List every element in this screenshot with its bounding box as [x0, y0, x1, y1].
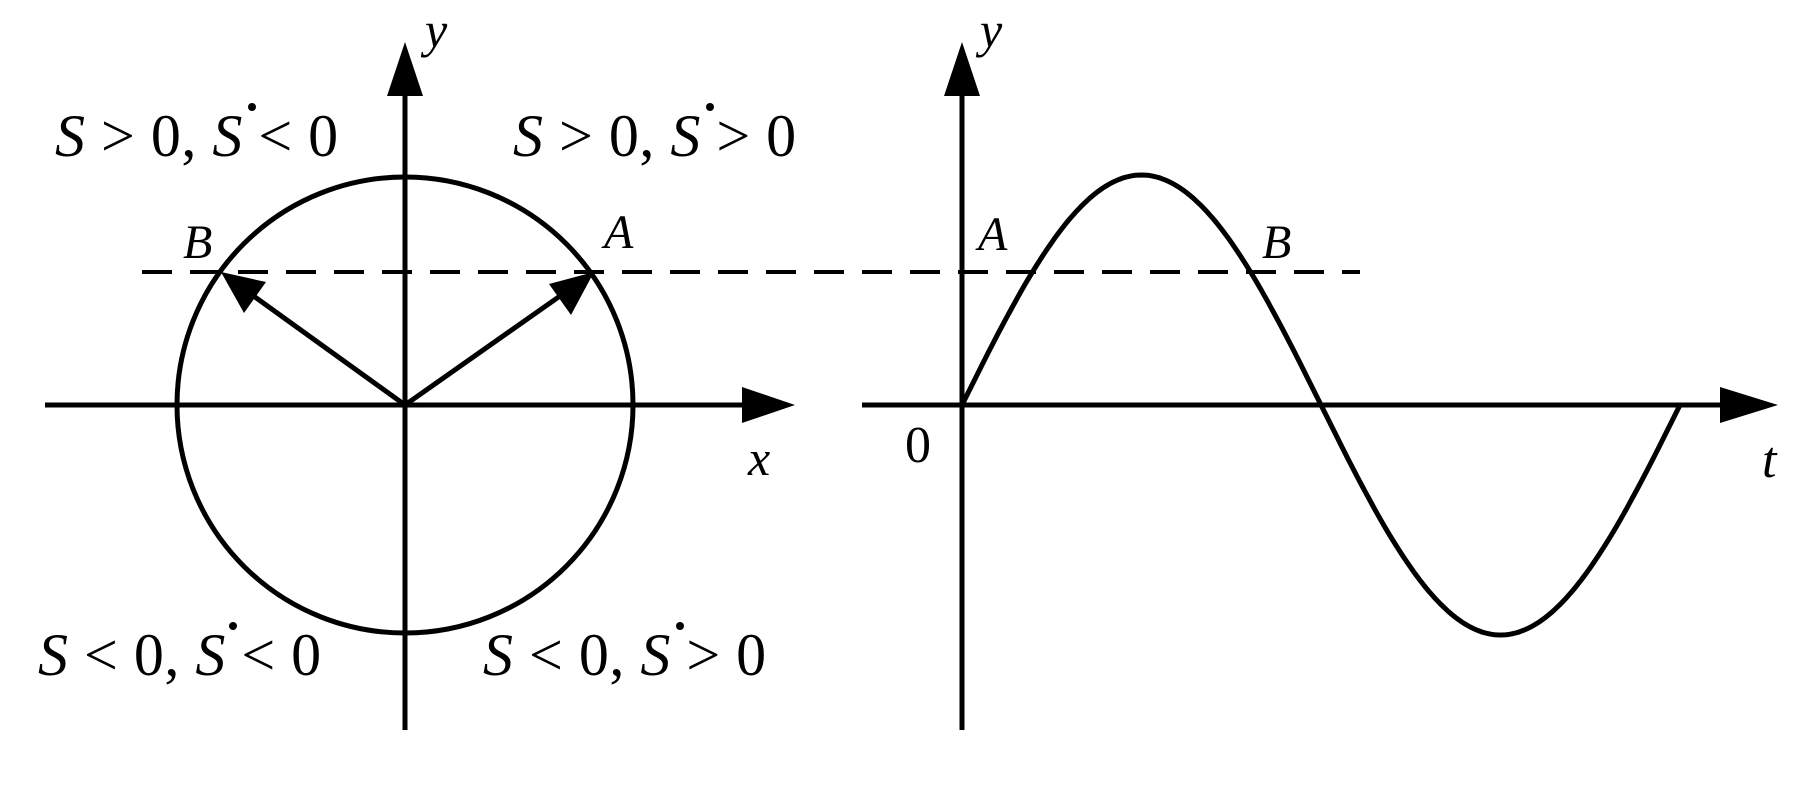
waveform-t-label: t	[1762, 432, 1778, 489]
s-dot-symbol: S	[670, 103, 701, 169]
quadrant-bottom-right-label: S < 0, S > 0	[483, 622, 767, 688]
phasor-diagram	[45, 42, 795, 730]
phasor-vector-a	[403, 293, 562, 408]
derivative-dot	[248, 103, 256, 111]
phasor-y-arrowhead	[387, 42, 423, 96]
waveform-t-arrowhead	[1720, 387, 1778, 423]
quadrant-top-right-label: S > 0, S > 0	[513, 103, 797, 169]
waveform-origin-label: 0	[905, 417, 931, 474]
waveform-plot	[862, 42, 1778, 730]
s-dot-symbol: S	[640, 622, 671, 688]
derivative-dot	[706, 103, 714, 111]
quadrant-top-left-label: S > 0, S < 0	[55, 103, 339, 169]
s-dot-symbol: S	[212, 103, 243, 169]
waveform-point-b-label: B	[1262, 216, 1291, 269]
derivative-dot	[229, 622, 237, 630]
sine-wave-curve	[959, 172, 1683, 638]
quadrant-bottom-left-label: S < 0, S < 0	[38, 622, 322, 688]
waveform-y-arrowhead	[944, 42, 980, 96]
phasor-vector-a-arrowhead	[549, 272, 594, 315]
phasor-vector-b	[253, 294, 407, 408]
waveform-point-a-label: A	[975, 208, 1008, 261]
phasor-x-arrowhead	[742, 387, 795, 423]
waveform-y-label: y	[975, 2, 1003, 58]
phasor-x-label: x	[747, 430, 770, 486]
phasor-point-b-label: B	[183, 216, 212, 269]
phasor-vector-b-arrowhead	[221, 272, 266, 313]
derivative-dot	[676, 622, 684, 630]
phasor-circle	[174, 174, 636, 636]
phasor-y-label: y	[420, 2, 448, 58]
phasor-point-a-label: A	[601, 206, 634, 259]
s-dot-symbol: S	[195, 622, 226, 688]
